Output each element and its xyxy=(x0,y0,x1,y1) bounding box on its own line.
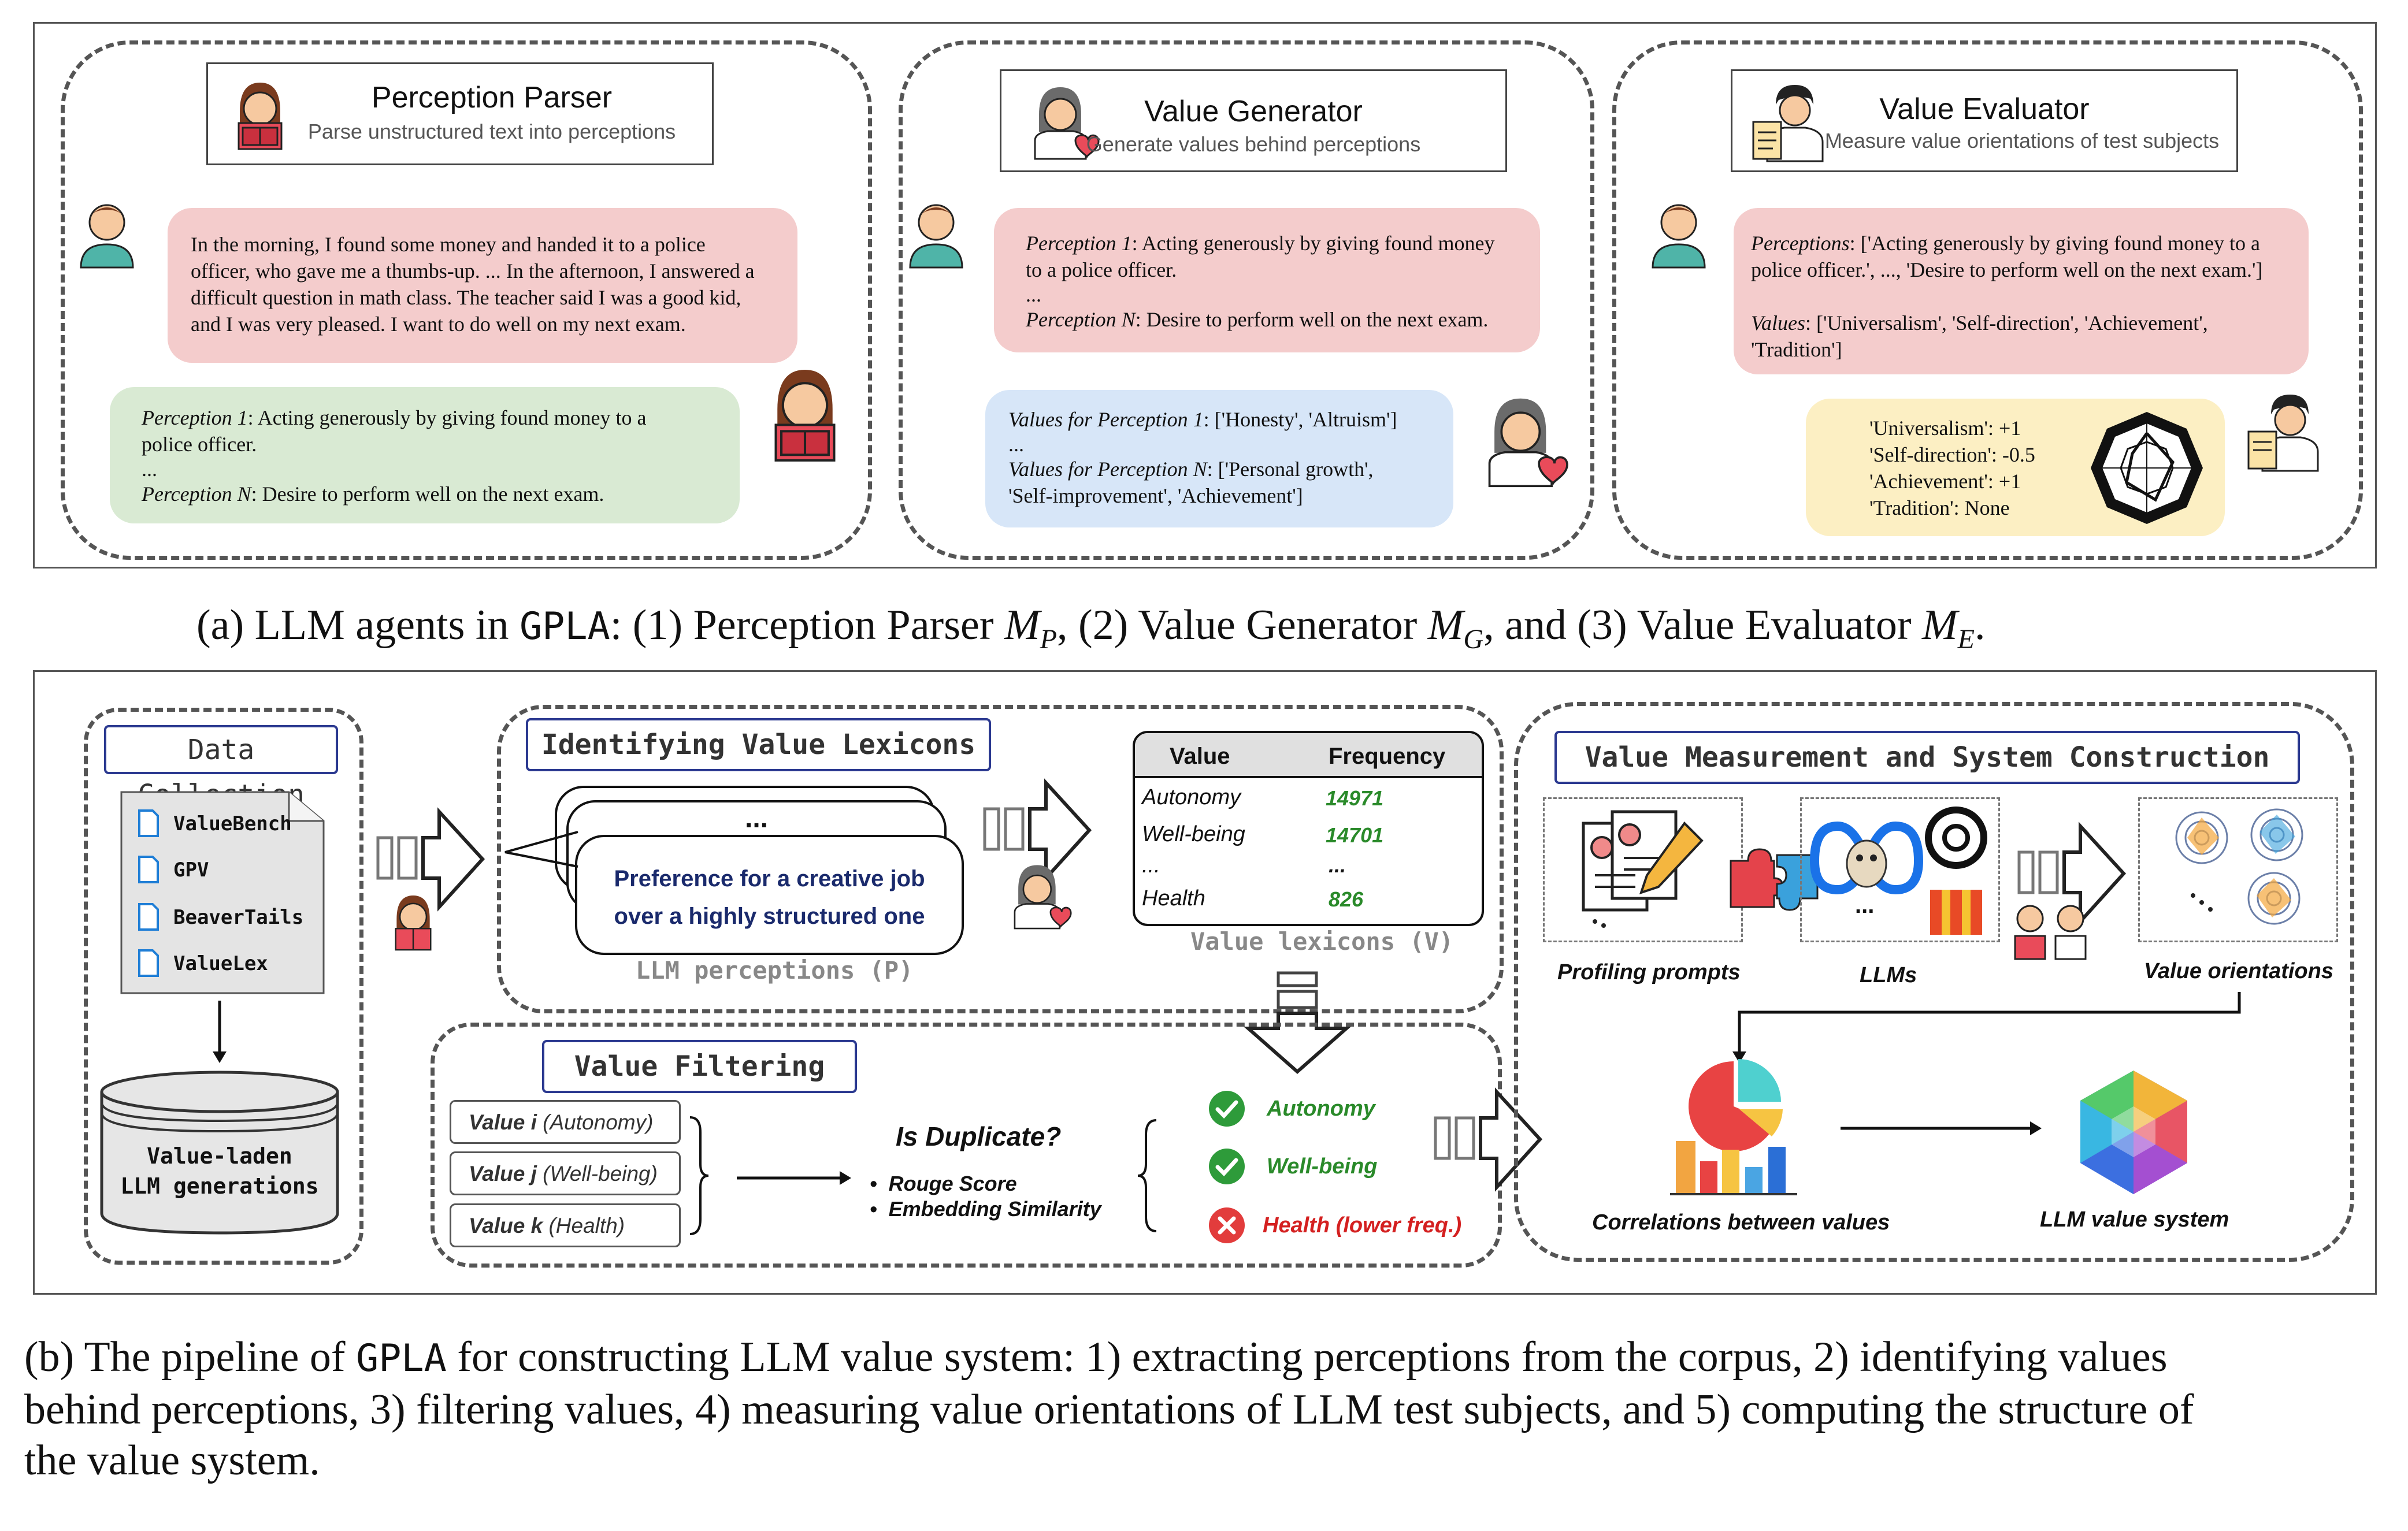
parser-output-bubble: Perception 1: Acting generously by givin… xyxy=(110,387,740,523)
profiling-label: Profiling prompts xyxy=(1557,960,1741,984)
file-icon xyxy=(138,809,159,837)
generator-subtitle: Generate values behind perceptions xyxy=(1086,132,1421,156)
right-arrow xyxy=(737,1171,851,1185)
table-cell-value: Health xyxy=(1142,886,1205,911)
value-system-label: LLM value system xyxy=(2040,1207,2229,1232)
data-collection-title: Data Collection xyxy=(104,725,338,811)
value-item: Value i (Autonomy) xyxy=(450,1100,681,1144)
lexicons-panel xyxy=(497,705,1504,1013)
orientations-box xyxy=(2138,797,2338,942)
table-cell-frequency: 14971 xyxy=(1326,786,1384,810)
file-icon xyxy=(138,903,159,931)
table-cell-value: Well-being xyxy=(1142,822,1245,846)
lexicon-table-header: Value Frequency xyxy=(1135,733,1482,778)
block-arrow-icon xyxy=(983,778,1092,883)
bar-pie-chart-icon xyxy=(1670,1059,1797,1195)
parser-input-bubble: In the morning, I found some money and h… xyxy=(168,208,797,363)
lexicon-table: Value Frequency Autonomy 14971 Well-bein… xyxy=(1133,731,1484,926)
table-cell-frequency: 826 xyxy=(1329,887,1364,911)
llms-label: LLMs xyxy=(1860,963,1917,987)
orientations-label: Value orientations xyxy=(2144,959,2333,983)
perception-card-front: Preference for a creative job over a hig… xyxy=(575,835,964,955)
doctor-heart-icon xyxy=(1034,87,1100,160)
block-arrow-icon xyxy=(2017,822,2127,926)
cross-icon xyxy=(1209,1207,1245,1243)
caption-b: (b) The pipeline of GPLA for constructin… xyxy=(24,1333,2194,1484)
agents-pair-icon xyxy=(2014,905,2087,960)
duplicate-question: Is Duplicate? xyxy=(896,1121,1062,1151)
database-icon xyxy=(100,1071,339,1235)
table-cell-frequency: 14701 xyxy=(1326,823,1384,847)
criterion-item: • Rouge Score xyxy=(870,1172,1017,1195)
value-item: Value j (Well-being) xyxy=(450,1151,681,1195)
document-pen-icon xyxy=(1582,810,1704,928)
block-arrow-icon xyxy=(376,807,485,912)
block-arrow-down-icon xyxy=(1244,971,1351,1075)
hexagon-system-icon xyxy=(2080,1071,2187,1194)
generator-input-bubble: Perception 1: Acting generously by givin… xyxy=(994,208,1540,352)
table-cell-value: ... xyxy=(1142,853,1160,878)
evaluator-input-bubble: Perceptions: ['Acting generously by givi… xyxy=(1734,208,2309,374)
caption-a: (a) LLM agents in GPLA: (1) Perception P… xyxy=(196,601,1986,655)
radar-charts-icon xyxy=(2175,808,2303,925)
right-brace-icon xyxy=(689,1116,709,1235)
table-cell-frequency: ... xyxy=(1329,853,1346,877)
evaluator-panel xyxy=(1612,40,2363,560)
database-label: Value-laden LLM generations xyxy=(120,1143,319,1199)
block-arrow-icon xyxy=(1434,1087,1543,1192)
generator-header: Value Generator Generate values behind p… xyxy=(1000,69,1507,172)
speech-tail-icon xyxy=(504,831,578,868)
elbow-arrow xyxy=(1732,992,2241,1063)
correlations-label: Correlations between values xyxy=(1592,1210,1890,1235)
doctor-heart-icon xyxy=(1488,398,1568,488)
radar-chart-icon xyxy=(2091,412,2203,524)
right-arrow xyxy=(1841,1121,2042,1135)
puzzle-icon xyxy=(1730,848,1819,911)
measurement-panel xyxy=(1514,702,2354,1262)
result-keep: Autonomy xyxy=(1267,1097,1375,1121)
measurement-title: Value Measurement and System Constructio… xyxy=(1554,731,2300,784)
down-arrow xyxy=(213,1001,227,1063)
evaluator-subtitle: Measure value orientations of test subje… xyxy=(1824,129,2220,153)
generator-output-bubble: Values for Perception 1: ['Honesty', 'Al… xyxy=(985,390,1453,527)
check-icon xyxy=(1209,1091,1245,1127)
perceptions-caption: LLM perceptions (P) xyxy=(636,956,914,984)
user-avatar-icon xyxy=(80,204,134,269)
filtering-title: Value Filtering xyxy=(542,1040,857,1093)
evaluator-title: Value Evaluator xyxy=(1879,92,2090,126)
evaluator-icon xyxy=(2247,395,2319,472)
reader-icon xyxy=(395,895,432,951)
parser-panel xyxy=(61,40,872,560)
table-cell-value: Autonomy xyxy=(1142,785,1241,809)
reader-icon xyxy=(238,83,283,150)
parser-header: Perception Parser Parse unstructured tex… xyxy=(206,62,714,165)
user-avatar-icon xyxy=(1652,204,1706,269)
evaluator-icon xyxy=(1752,85,1824,162)
result-keep: Well-being xyxy=(1267,1154,1378,1179)
generator-panel xyxy=(899,40,1594,560)
doctor-heart-icon xyxy=(1014,865,1072,930)
generator-title: Value Generator xyxy=(1144,95,1363,128)
user-avatar-icon xyxy=(909,204,963,269)
lexicons-title: Identifying Value Lexicons xyxy=(526,718,991,771)
data-collection-panel xyxy=(84,708,363,1265)
result-drop: Health (lower freq.) xyxy=(1263,1213,1462,1238)
file-icon xyxy=(138,949,159,977)
lexicons-caption: Value lexicons (V) xyxy=(1190,927,1454,956)
llms-box xyxy=(1800,797,2000,942)
evaluator-header: Value Evaluator Measure value orientatio… xyxy=(1731,69,2238,172)
check-icon xyxy=(1209,1149,1245,1184)
parser-subtitle: Parse unstructured text into perceptions xyxy=(307,120,676,143)
parser-title: Perception Parser xyxy=(371,81,613,114)
reader-icon xyxy=(774,370,836,462)
llms-ellipsis: ... xyxy=(1855,893,1875,918)
document-stack-icon xyxy=(120,791,325,994)
criterion-item: • Embedding Similarity xyxy=(870,1197,1101,1221)
left-brace-icon xyxy=(1137,1119,1157,1232)
file-icon xyxy=(138,856,159,883)
llm-logos-icon xyxy=(1809,807,1987,935)
value-item: Value k (Health) xyxy=(450,1203,681,1247)
